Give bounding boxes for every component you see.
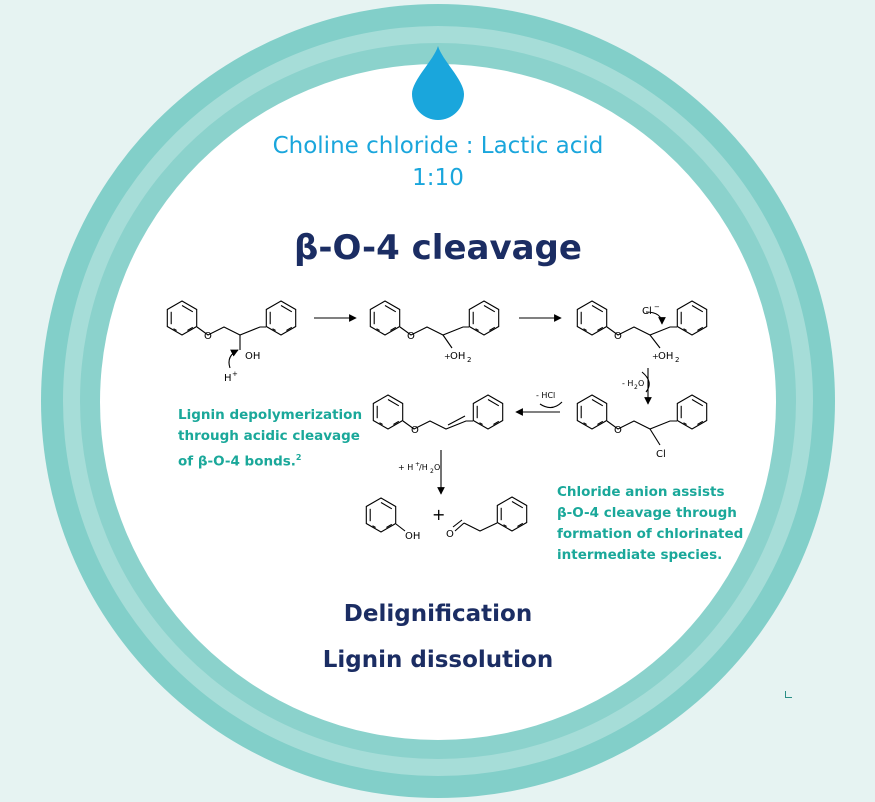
molecule-phenol [365, 497, 406, 533]
caption-chloride-line-3: formation of chlorinated [557, 526, 744, 542]
atom-o2: O [407, 331, 415, 342]
content-disc [100, 64, 776, 740]
label-minus-hcl: - HCl [536, 391, 555, 400]
atom-o4: O [614, 425, 622, 436]
label-minus-water: - H [622, 379, 633, 388]
atom-aldehyde-o: O [446, 529, 454, 540]
molecule-protonated [369, 300, 500, 349]
caption-chloride-line-1: Chloride anion assists [557, 484, 725, 500]
corner-mark [785, 691, 792, 698]
caption-chloride-line-2: β-O-4 cleavage through [557, 505, 737, 521]
caption-acidic-line-2: through acidic cleavage [178, 428, 360, 444]
molecule-phenylacetaldehyde [452, 496, 528, 532]
svg-text:O: O [638, 379, 644, 388]
atom-o5: O [411, 425, 419, 436]
atom-o3: O [614, 331, 622, 342]
atom-cl: Cl [656, 449, 666, 460]
molecule-enol-ether [372, 394, 504, 430]
caption-acidic-line-3: of β-O-4 bonds.2 [178, 453, 302, 470]
atom-o1: O [204, 331, 212, 342]
caption-acidic-line-1: Lignin depolymerization [178, 407, 363, 423]
solvent-name: Choline chloride : Lactic acid [272, 133, 604, 159]
svg-text:+: + [415, 461, 420, 468]
solvent-label: Choline chloride : Lactic acid 1:10 [238, 130, 638, 194]
diagram-title: β-O-4 cleavage [294, 228, 582, 268]
atom-oh1: OH [245, 351, 260, 362]
atom-phenol-oh: OH [405, 531, 420, 542]
molecule-chloride-attack [576, 300, 708, 349]
solvent-ratio: 1:10 [412, 165, 464, 191]
atom-oh2-3: OH [658, 351, 673, 362]
svg-text:+: + [444, 352, 451, 361]
caption-chloride-assist: Chloride anion assists β-O-4 cleavage th… [557, 482, 743, 566]
svg-text:2: 2 [634, 384, 638, 391]
svg-text:2: 2 [467, 356, 471, 364]
atom-cl-minus: Cl [642, 306, 652, 317]
molecule-chlorinated [576, 394, 708, 446]
caption-acidic-cleavage: Lignin depolymerization through acidic c… [178, 405, 362, 473]
svg-text:O: O [434, 463, 440, 472]
svg-text:2: 2 [675, 356, 679, 364]
caption-chloride-line-4: intermediate species. [557, 547, 723, 563]
outcome-lignin-dissolution: Lignin dissolution [322, 647, 554, 673]
label-plus-water: + H [398, 463, 413, 472]
atom-h-plus: H [224, 373, 232, 384]
reference-marker: 2 [295, 453, 302, 462]
plus-sign: + [432, 505, 445, 524]
svg-text:−: − [654, 303, 660, 311]
molecule-substrate [166, 300, 297, 350]
svg-text:+: + [652, 352, 659, 361]
outcome-delignification: Delignification [343, 601, 533, 627]
svg-text:2: 2 [430, 468, 434, 475]
atom-oh2-2: OH [450, 351, 465, 362]
svg-text:+: + [232, 370, 238, 378]
water-drop-icon [412, 46, 464, 120]
svg-text:/H: /H [419, 463, 428, 472]
